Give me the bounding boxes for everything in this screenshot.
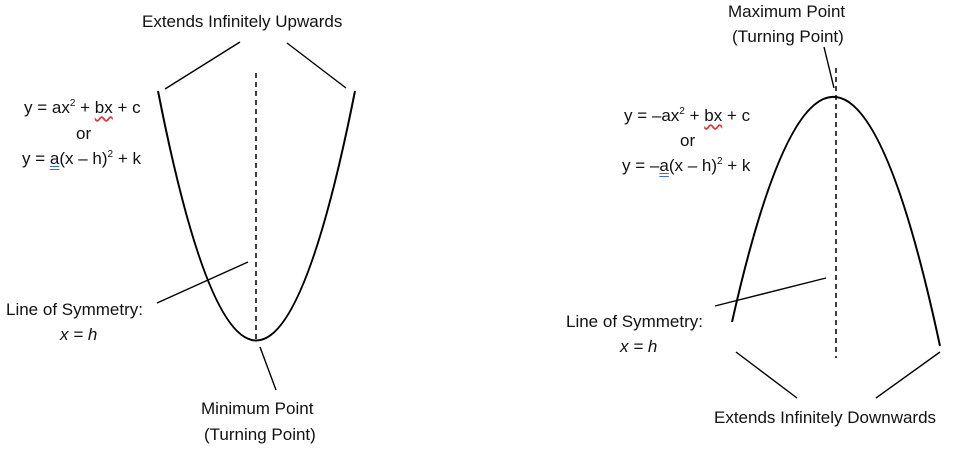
eq-exponent: 2 bbox=[717, 156, 723, 167]
eq-rhs: + c bbox=[112, 98, 141, 117]
right-standard-form-equation: y = –ax2 + bx + c bbox=[624, 104, 750, 128]
eq-plus: + bbox=[75, 98, 95, 117]
right-maximum-pointer bbox=[823, 46, 835, 89]
eq-lhs: y = ax bbox=[24, 98, 70, 117]
right-bottom-pointer-left bbox=[735, 351, 798, 399]
left-vertex-form-equation: y = a(x – h)2 + k bbox=[22, 147, 141, 171]
right-symmetry-label: Line of Symmetry: bbox=[566, 312, 703, 331]
right-bottom-pointer-right bbox=[875, 351, 941, 399]
eq-a-term: a bbox=[49, 149, 60, 168]
left-minimum-label: Minimum Point bbox=[201, 399, 314, 418]
left-symmetry-equation: x = h bbox=[60, 325, 98, 344]
right-bottom-label: Extends Infinitely Downwards bbox=[714, 408, 937, 427]
left-minimum-sublabel: (Turning Point) bbox=[204, 425, 316, 444]
eq-bx-term: bx bbox=[704, 106, 723, 125]
left-or-label: or bbox=[76, 124, 92, 143]
eq-lhs: y = –ax bbox=[624, 106, 680, 125]
right-vertex-form-equation: y = –a(x – h)2 + k bbox=[622, 154, 750, 178]
eq-lhs: y = bbox=[22, 149, 50, 168]
left-top-pointer-right bbox=[286, 42, 347, 89]
right-maximum-sublabel: (Turning Point) bbox=[732, 27, 844, 46]
eq-rhs: + k bbox=[722, 156, 751, 175]
eq-exponent: 2 bbox=[679, 106, 685, 117]
left-symmetry-label: Line of Symmetry: bbox=[6, 300, 143, 319]
eq-bx-term: bx bbox=[94, 98, 113, 117]
left-parabola-curve bbox=[157, 90, 356, 342]
right-symmetry-pointer bbox=[714, 277, 827, 307]
eq-lhs: y = – bbox=[622, 156, 660, 175]
eq-plus: + bbox=[684, 106, 705, 125]
right-maximum-label: Maximum Point bbox=[728, 2, 846, 21]
eq-exponent: 2 bbox=[69, 98, 76, 109]
eq-rhs: + k bbox=[113, 149, 141, 168]
left-minimum-pointer bbox=[259, 346, 277, 391]
right-or-label: or bbox=[680, 131, 696, 150]
eq-a-term: a bbox=[659, 156, 669, 175]
left-standard-form-equation: y = ax2 + bx + c bbox=[24, 96, 141, 120]
left-top-label: Extends Infinitely Upwards bbox=[142, 12, 343, 31]
eq-rhs: + c bbox=[722, 106, 751, 125]
right-symmetry-equation: x = h bbox=[620, 337, 658, 356]
eq-exponent: 2 bbox=[107, 149, 114, 160]
eq-mid: (x – h) bbox=[668, 156, 717, 175]
left-symmetry-pointer bbox=[156, 261, 249, 304]
eq-mid: (x – h) bbox=[59, 149, 108, 168]
left-top-pointer-left bbox=[164, 41, 241, 90]
